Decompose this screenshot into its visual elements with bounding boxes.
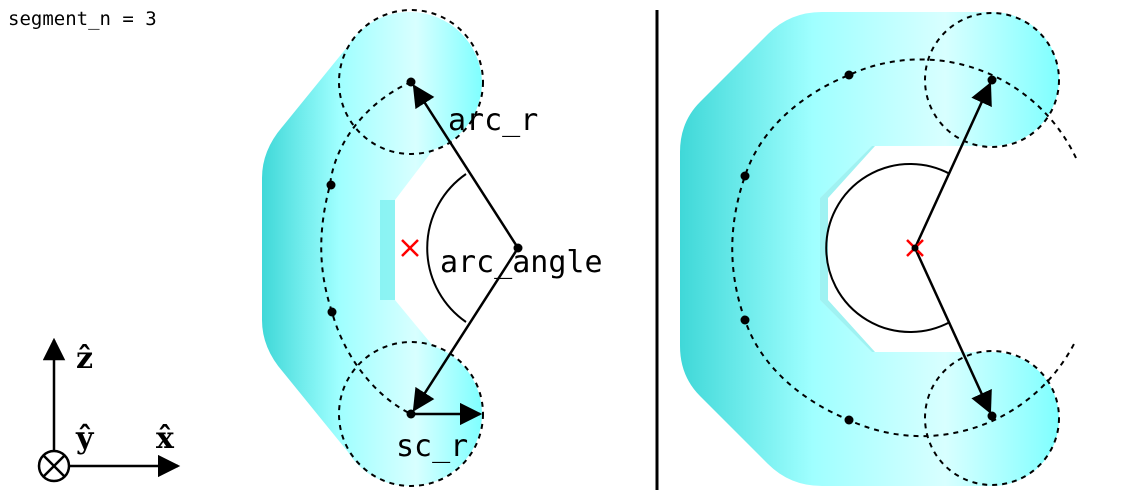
left-bottom-cap-circle (338, 341, 484, 487)
left-point-top (406, 77, 416, 87)
circled-times-icon (37, 449, 71, 483)
left-point-mid-upper (326, 180, 336, 190)
right-point-lower (844, 415, 854, 425)
right-point-mid-lower (740, 315, 750, 325)
left-diagram: arc_r arc_angle sc_r (262, 9, 603, 487)
right-arc-center-point (911, 244, 919, 252)
y-axis-label: ŷ (75, 421, 95, 456)
left-point-mid-lower (327, 307, 337, 317)
right-point-bottom (987, 411, 997, 421)
left-arc-r-arrow-bottom (412, 247, 520, 412)
x-axis-label: x̂ (156, 421, 175, 456)
right-top-cap-circle (924, 12, 1060, 148)
right-arc-r-arrow-bottom (913, 247, 992, 415)
arc-r-label: arc_r (448, 103, 538, 138)
z-axis-label: ẑ (76, 341, 93, 376)
left-tube-inner-shade (380, 200, 395, 300)
right-diagram (680, 12, 1077, 486)
left-tube-shape (262, 11, 482, 487)
sc-r-label: sc_r (396, 429, 468, 464)
right-point-mid-upper (740, 171, 750, 181)
right-arc-path (731, 58, 1077, 438)
right-point-upper (844, 70, 854, 80)
left-arc-angle-arc (426, 173, 467, 323)
left-arc-path (320, 81, 412, 415)
red-x-icon (401, 239, 419, 257)
right-bottom-cap-circle (924, 350, 1060, 486)
right-arc-angle-arc (825, 163, 951, 333)
axes-indicator: ẑ ŷ x̂ (37, 337, 181, 483)
left-arc-r-arrow-top (412, 84, 520, 249)
right-tube-shape (680, 12, 1060, 486)
segment-count-label: segment_n = 3 (8, 8, 157, 30)
left-top-cap-circle (338, 9, 484, 155)
right-point-top (987, 75, 997, 85)
right-arc-r-arrow-top (913, 81, 992, 249)
arc-angle-label: arc_angle (440, 245, 603, 280)
